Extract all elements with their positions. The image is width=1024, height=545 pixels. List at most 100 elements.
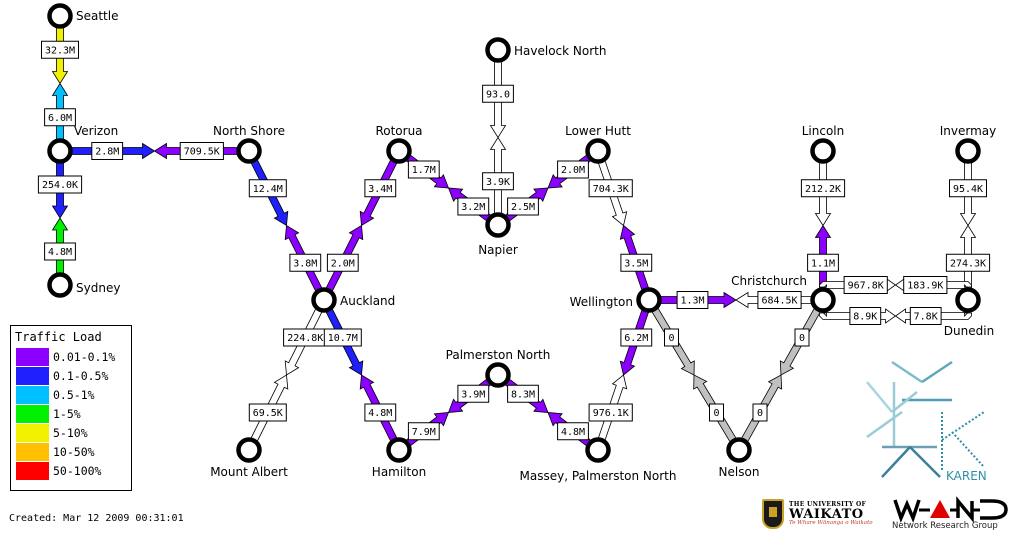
link-seattle-verizon[interactable] bbox=[51, 15, 69, 152]
node-circle-icon[interactable] bbox=[955, 287, 981, 313]
link-auckland-hamilton[interactable] bbox=[320, 297, 403, 453]
bandwidth-box bbox=[557, 160, 589, 179]
node-napier[interactable]: Napier bbox=[478, 212, 518, 258]
bandwidth-value: 3.5M bbox=[624, 258, 648, 269]
link-hamilton-palmerston[interactable] bbox=[396, 371, 501, 454]
bandwidth-label-outbound: 10.7M bbox=[323, 328, 362, 347]
node-wellington[interactable]: Wellington bbox=[570, 287, 662, 313]
node-circle-icon[interactable] bbox=[485, 212, 511, 238]
legend-swatch bbox=[16, 423, 49, 442]
node-circle-icon[interactable] bbox=[585, 138, 611, 164]
node-circle-icon[interactable] bbox=[636, 287, 662, 313]
traffic-load-legend: Traffic Load 0.01-0.1%0.1-0.5%0.5-1%1-5%… bbox=[10, 325, 132, 491]
node-invermay[interactable]: Invermay bbox=[940, 124, 997, 164]
bandwidth-box bbox=[37, 175, 83, 194]
node-lincoln[interactable]: Lincoln bbox=[802, 124, 845, 164]
node-circle-icon[interactable] bbox=[585, 437, 611, 463]
node-circle-icon[interactable] bbox=[47, 272, 73, 298]
bandwidth-box bbox=[909, 307, 942, 325]
bandwidth-value: 8.9K bbox=[853, 312, 877, 323]
node-verizon[interactable]: Verizon bbox=[47, 124, 119, 164]
node-circle-icon[interactable] bbox=[311, 287, 337, 313]
bandwidth-label-inbound: 3.5M bbox=[620, 253, 653, 272]
bandwidth-label-inbound: 2.0M bbox=[557, 160, 589, 179]
bandwidth-box bbox=[588, 403, 633, 422]
node-hamilton[interactable]: Hamilton bbox=[372, 437, 426, 480]
link-wellington-nelson[interactable] bbox=[645, 297, 743, 453]
bandwidth-label-outbound: 1.3M bbox=[676, 291, 709, 309]
bandwidth-value: 704.3K bbox=[593, 184, 629, 195]
bandwidth-value: 4.8M bbox=[48, 247, 72, 258]
bandwidth-value: 967.8K bbox=[848, 281, 884, 292]
bandwidth-box bbox=[326, 253, 359, 272]
node-circle-icon[interactable] bbox=[485, 37, 511, 63]
node-seattle[interactable]: Seattle bbox=[47, 3, 119, 29]
node-auckland[interactable]: Auckland bbox=[311, 287, 396, 313]
bandwidth-box bbox=[752, 403, 768, 422]
bandwidth-box bbox=[179, 142, 224, 160]
node-massey[interactable]: Massey, Palmerston North bbox=[520, 437, 677, 484]
bandwidth-value: 7.8K bbox=[914, 312, 938, 323]
node-label: Rotorua bbox=[375, 124, 422, 138]
node-label: Massey, Palmerston North bbox=[520, 469, 677, 483]
link-rotorua-auckland[interactable] bbox=[320, 148, 403, 303]
node-label: Verizon bbox=[74, 124, 118, 138]
node-circle-icon[interactable] bbox=[47, 3, 73, 29]
link-havelock-napier[interactable] bbox=[489, 49, 507, 226]
bandwidth-value: 183.9K bbox=[907, 281, 943, 292]
bandwidth-value: 0 bbox=[757, 408, 763, 419]
bandwidth-label-outbound: 704.3K bbox=[588, 179, 633, 198]
node-dunedin[interactable]: Dunedin bbox=[944, 287, 994, 339]
node-circle-icon[interactable] bbox=[386, 437, 412, 463]
node-circle-icon[interactable] bbox=[485, 362, 511, 388]
legend-swatch bbox=[16, 366, 49, 385]
node-circle-icon[interactable] bbox=[386, 138, 412, 164]
link-verizon-sydney[interactable] bbox=[51, 150, 69, 286]
bandwidth-label-inbound: 3.8M bbox=[289, 253, 322, 272]
legend-label: 1-5% bbox=[53, 406, 81, 421]
node-circle-icon[interactable] bbox=[236, 437, 262, 463]
node-circle-icon[interactable] bbox=[726, 437, 752, 463]
link-lincoln-christchurch[interactable] bbox=[814, 150, 832, 301]
bandwidth-label-outbound: 212.2K bbox=[800, 179, 846, 198]
bandwidth-value: 3.9K bbox=[486, 177, 510, 188]
bandwidth-label-inbound: 4.8M bbox=[557, 422, 589, 441]
link-northshore-auckland[interactable] bbox=[245, 148, 328, 303]
node-label: Lincoln bbox=[802, 124, 845, 138]
bandwidth-value: 3.8M bbox=[293, 258, 317, 269]
node-nelson[interactable]: Nelson bbox=[719, 437, 760, 480]
bandwidth-box bbox=[800, 179, 846, 198]
node-circle-icon[interactable] bbox=[47, 138, 73, 164]
node-sydney[interactable]: Sydney bbox=[47, 272, 121, 298]
legend-item: 5-10% bbox=[16, 423, 131, 442]
bandwidth-label-inbound: 274.3K bbox=[945, 253, 991, 272]
link-wellington-massey[interactable] bbox=[594, 298, 653, 452]
link-lowerhutt-wellington[interactable] bbox=[594, 149, 653, 302]
node-palmerston[interactable]: Palmerston North bbox=[446, 348, 551, 388]
node-havelock[interactable]: Havelock North bbox=[485, 37, 607, 63]
node-lowerhutt[interactable]: Lower Hutt bbox=[565, 124, 631, 164]
link-christchurch-dunedin-lower[interactable] bbox=[819, 308, 972, 324]
link-auckland-mountalbert[interactable] bbox=[245, 297, 328, 453]
legend-label: 0.01-0.1% bbox=[53, 349, 116, 364]
node-mountalbert[interactable]: Mount Albert bbox=[210, 437, 288, 480]
node-circle-icon[interactable] bbox=[236, 138, 262, 164]
node-circle-icon[interactable] bbox=[810, 287, 836, 313]
bandwidth-box bbox=[248, 179, 287, 198]
link-christchurch-dunedin-upper[interactable] bbox=[819, 277, 972, 293]
bandwidth-box bbox=[557, 422, 589, 441]
node-rotorua[interactable]: Rotorua bbox=[375, 124, 423, 164]
link-palmerston-massey[interactable] bbox=[495, 371, 601, 454]
bandwidth-value: 1.1M bbox=[811, 258, 835, 269]
node-christchurch[interactable]: Christchurch bbox=[731, 274, 836, 313]
bandwidth-value: 3.4M bbox=[368, 184, 392, 195]
node-northshore[interactable]: North Shore bbox=[213, 124, 285, 164]
node-circle-icon[interactable] bbox=[810, 138, 836, 164]
link-invermay-dunedin[interactable] bbox=[959, 150, 977, 301]
node-circle-icon[interactable] bbox=[955, 138, 981, 164]
bandwidth-label-outbound: 224.8K bbox=[283, 328, 328, 347]
bandwidth-value: 2.0M bbox=[331, 258, 355, 269]
bandwidth-value: 7.9M bbox=[412, 427, 436, 438]
link-christchurch-nelson[interactable] bbox=[735, 297, 827, 453]
